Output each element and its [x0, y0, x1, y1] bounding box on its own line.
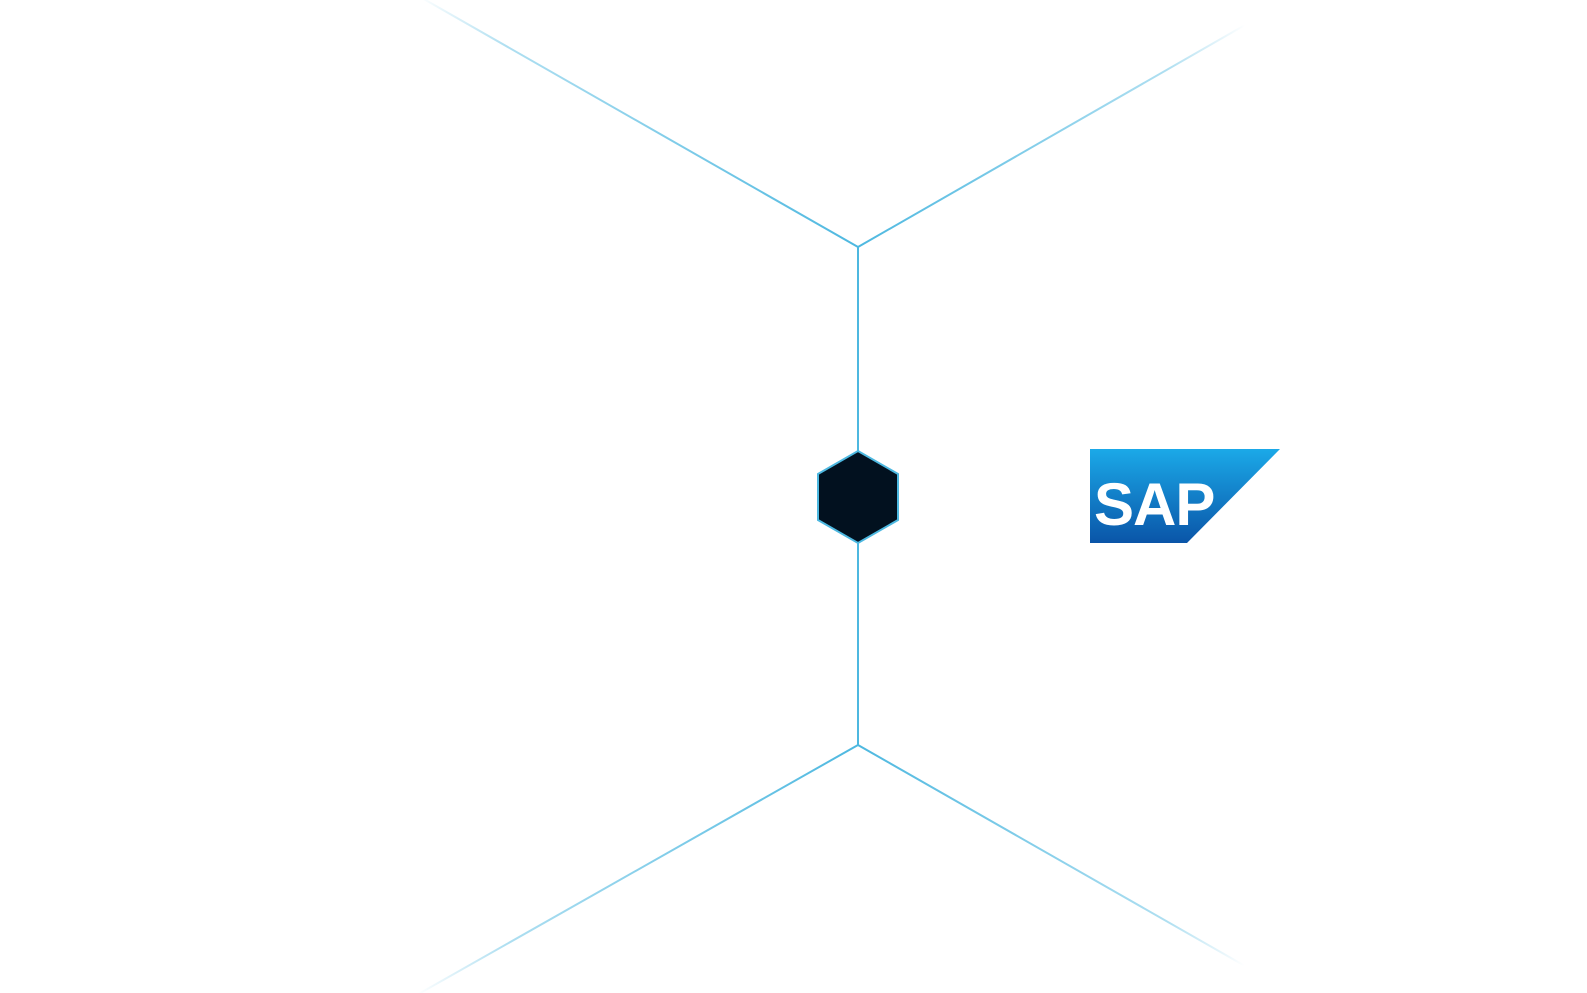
connector-lower-right: [857, 744, 1246, 967]
sap-logo-background: [1090, 449, 1280, 543]
connector-lower-left: [418, 744, 859, 993]
connector-upper-right: [857, 24, 1246, 248]
connector-upper-left: [423, 0, 859, 248]
center-hexagon-node: [817, 449, 899, 545]
sap-logo: SAP: [1090, 449, 1280, 543]
sap-logo-text: SAP: [1094, 471, 1214, 538]
